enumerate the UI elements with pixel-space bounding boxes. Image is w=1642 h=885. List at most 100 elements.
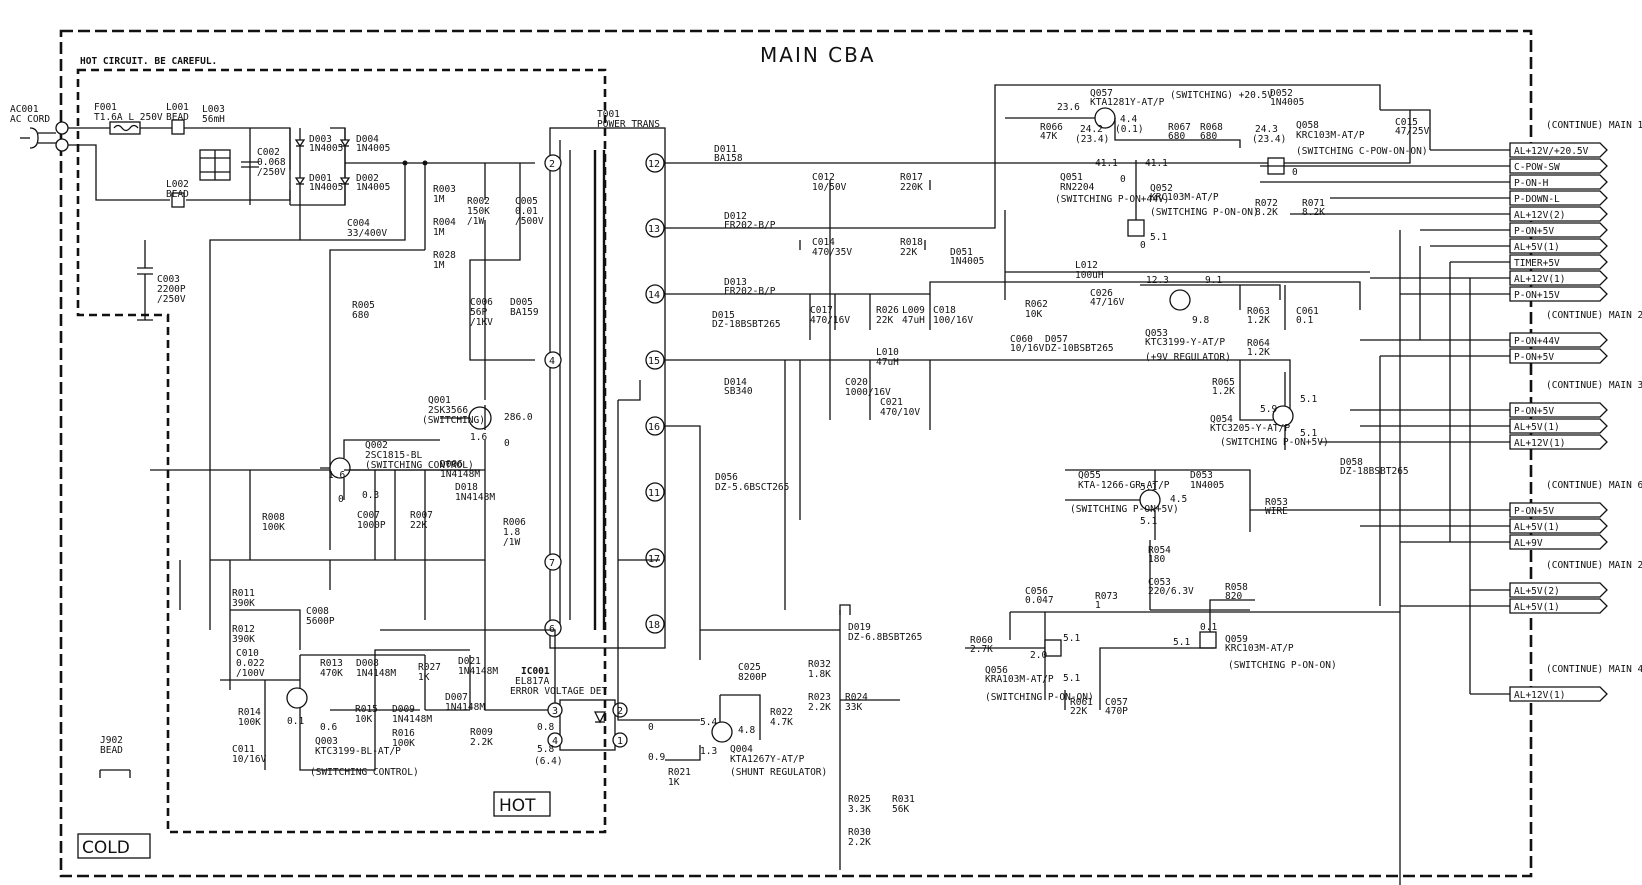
comp-ref: Q051	[1060, 172, 1083, 183]
comp-value: WIRE	[1265, 506, 1288, 517]
pin-7: 7	[549, 558, 555, 569]
comp-value: 1N4005	[309, 182, 343, 193]
connector-label: AL+12V(1)	[1514, 690, 1565, 701]
comp-value: 0.022	[236, 658, 265, 669]
comp-value: 680	[1168, 131, 1185, 142]
comp-value: KTC3199-Y-AT/P	[1145, 337, 1225, 348]
comp-value: 1N4148M	[455, 492, 495, 503]
comp-value: 1.8K	[808, 669, 831, 680]
comp-value: 2.7K	[970, 644, 993, 655]
comp-value: 1N4148M	[458, 666, 498, 677]
pin-16: 16	[648, 422, 660, 433]
comp-ref: C011	[232, 744, 255, 755]
continue-label: (CONTINUE) MAIN 2/6	[1546, 310, 1642, 321]
comp-ref: Q001	[428, 395, 451, 406]
hot-area-boundary	[76, 68, 607, 834]
comp-rating: /100V	[236, 668, 265, 679]
voltage: 5.1	[1300, 428, 1317, 439]
comp-ref: R071	[1302, 198, 1325, 209]
comp-ref: D002	[356, 173, 379, 184]
comp-ref: R028	[433, 250, 456, 261]
hot-label: HOT	[499, 796, 536, 816]
comp-ref: R030	[848, 827, 871, 838]
comp-value: DZ-18BSBT265	[712, 319, 781, 330]
voltage: 0.8	[537, 722, 554, 733]
comp-ref: D012	[724, 211, 747, 222]
comp-value: BEAD	[166, 112, 189, 123]
comp-ref: R012	[232, 624, 255, 635]
comp-ref: R062	[1025, 299, 1048, 310]
comp-value: 8200P	[738, 672, 767, 683]
voltage: 5.1	[1140, 516, 1157, 527]
comp-rating: /250V	[157, 294, 186, 305]
power-transformer	[549, 127, 666, 649]
continue-label: (CONTINUE) MAIN 6/6	[1546, 480, 1642, 491]
continue-label: (CONTINUE) MAIN 1/6	[1546, 120, 1642, 131]
comp-ref: C018	[933, 305, 956, 316]
comp-ref: Q004	[730, 744, 753, 755]
comp-ref: R003	[433, 184, 456, 195]
comp-ref: Q003	[315, 736, 338, 747]
comp-value: 22K	[1070, 706, 1087, 717]
pin-15: 15	[648, 356, 660, 367]
comp-ref: C053	[1148, 577, 1171, 588]
comp-value: 1N4005	[1190, 480, 1224, 491]
ground-symbols	[99, 310, 851, 778]
voltage: 286.0	[504, 412, 533, 423]
bridge-rectifier	[294, 128, 351, 205]
comp-rating: /500V	[515, 216, 544, 227]
comp-function: (SHUNT REGULATOR)	[730, 767, 827, 778]
connector-label: P-ON+15V	[1514, 290, 1560, 301]
comp-value: 390K	[232, 598, 255, 609]
comp-ref: D018	[455, 482, 478, 493]
transformer-primary-pins: 2 4 7 6	[544, 154, 562, 637]
comp-ref: Q055	[1078, 470, 1101, 481]
voltage: 5.4	[700, 717, 717, 728]
comp-value: 220/6.3V	[1148, 586, 1194, 597]
voltage: 0	[504, 438, 510, 449]
voltage: 4.5	[1170, 494, 1187, 505]
comp-value: 2.2K	[848, 837, 871, 848]
comp-ref: R061	[1070, 697, 1093, 708]
comp-value: 10/16V	[1010, 343, 1045, 354]
comp-ref: F001	[94, 102, 117, 113]
voltage-readings: 23.6 24.2 (23.4) 4.4 (0.1) 24.3 (23.4) 0…	[287, 102, 1317, 767]
voltage: 5.8	[537, 744, 554, 755]
comp-value: 150K	[467, 206, 490, 217]
voltage: 2.0	[1030, 650, 1047, 661]
comp-ref: Q059	[1225, 634, 1248, 645]
comp-value: 0.01	[515, 206, 538, 217]
comp-value: 56K	[892, 804, 909, 815]
comp-value: RN2204	[1060, 182, 1095, 193]
comp-ref: R005	[352, 300, 375, 311]
comp-ref: R017	[900, 172, 923, 183]
comp-value: 680	[352, 310, 369, 321]
comp-ref: C014	[812, 237, 835, 248]
comp-value: 1N4005	[356, 182, 390, 193]
comp-ref: C012	[812, 172, 835, 183]
voltage: 0	[1292, 167, 1298, 178]
pin-12: 12	[648, 159, 660, 170]
continue-labels: (CONTINUE) MAIN 1/6 (CONTINUE) MAIN 2/6 …	[1546, 120, 1642, 675]
comp-ref: D009	[392, 704, 415, 715]
comp-ref: R031	[892, 794, 915, 805]
comp-value: 470K	[320, 668, 343, 679]
comp-value: DZ-18BSBT265	[1340, 466, 1409, 477]
voltage: 5.1	[1063, 633, 1080, 644]
voltage: 0	[1120, 174, 1126, 185]
comp-function: (SWITCHING) +20.5V	[1170, 90, 1273, 101]
comp-value: 820	[1225, 591, 1242, 602]
ac-cord-ref: AC001	[10, 104, 39, 115]
comp-value: 47/25V	[1395, 126, 1430, 137]
comp-ref: R015	[355, 704, 378, 715]
comp-ref: D013	[724, 277, 747, 288]
comp-value: 47/16V	[1090, 297, 1125, 308]
comp-ref: C017	[810, 305, 833, 316]
connector-label: TIMER+5V	[1514, 258, 1560, 269]
voltage: 23.6	[1057, 102, 1080, 113]
connector-label: P-ON+44V	[1514, 336, 1560, 347]
comp-value: 100uH	[1075, 270, 1104, 281]
comp-ref: Q002	[365, 440, 388, 451]
connector-label: P-DOWN-L	[1514, 194, 1560, 205]
comp-value: 1M	[433, 260, 445, 271]
